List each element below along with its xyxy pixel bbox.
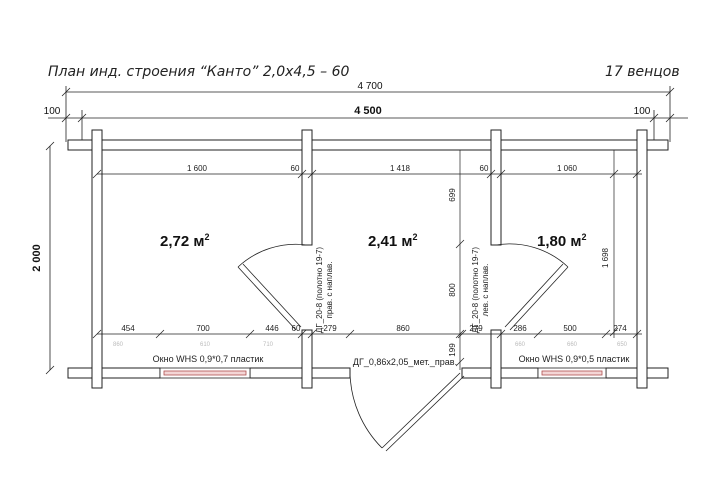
dim-top-5: 1 060 (557, 164, 578, 173)
dim-height: 2 000 (31, 244, 43, 272)
overall-dimensions (45, 86, 688, 375)
dim-bottom-8: 286 (513, 324, 527, 333)
right-vertical-dim (609, 150, 619, 338)
faint-dim-5: 660 (567, 342, 578, 348)
dim-top-4: 60 (480, 164, 489, 173)
dim-mid-bottom: 199 (448, 343, 457, 357)
door-left-label-1: ДГ_20-8 (полотно 19-7) (315, 247, 324, 334)
crowns-count: 17 венцов (605, 64, 680, 80)
dim-top-1: 1 600 (187, 164, 208, 173)
dim-bottom-6: 860 (396, 324, 410, 333)
room-area-1: 2,72 м2 (160, 232, 209, 250)
dim-mid-lower: 800 (448, 283, 457, 297)
dim-bottom-10: 274 (613, 324, 627, 333)
faint-dim-6: 650 (617, 342, 628, 348)
door-right-label-2: лев. с наплав. (481, 264, 490, 317)
dim-bottom-3: 446 (265, 324, 279, 333)
faint-dim-4: 660 (515, 342, 526, 348)
windows (159, 367, 607, 379)
faint-dim-2: 610 (200, 342, 211, 348)
dim-bottom-2: 700 (196, 324, 210, 333)
door-entry-label: ДГ_0,86х2,05_мет._прав. (353, 357, 457, 367)
window-left-label: Окно WHS 0,9*0,7 пластик (153, 354, 264, 364)
dim-right-offset: 100 (634, 106, 651, 117)
dim-bottom-1: 454 (121, 324, 135, 333)
dim-left-offset: 100 (44, 106, 61, 117)
dim-top-2: 60 (291, 164, 300, 173)
dim-bottom-4: 60 (292, 324, 301, 333)
window-right-label: Окно WHS 0,9*0,5 пластик (519, 354, 630, 364)
door-left-swing (237, 243, 308, 331)
door-entry-swing (349, 372, 465, 452)
top-chain-dims (92, 169, 642, 179)
dim-right-vertical: 1 698 (601, 247, 610, 268)
middle-vertical-dims (455, 150, 465, 370)
dim-total: 4 700 (357, 81, 382, 92)
dim-top-3: 1 418 (390, 164, 411, 173)
plan-title: План инд. строения “Канто” 2,0х4,5 – 60 (48, 64, 350, 80)
bottom-chain-dims (92, 329, 642, 339)
faint-dim-3: 710 (263, 342, 274, 348)
door-right-label-1: ДГ_20-8 (полотно 19-7) (471, 247, 480, 334)
dim-bottom-9: 500 (563, 324, 577, 333)
dim-mid-upper: 699 (448, 188, 457, 202)
door-left-label-2: прав. с наплав. (325, 262, 334, 319)
faint-dim-1: 860 (113, 342, 124, 348)
door-right-swing (495, 243, 569, 331)
dim-bottom-5: 279 (323, 324, 337, 333)
dim-inner: 4 500 (354, 105, 382, 117)
dim-bottom-7: 279 (469, 324, 483, 333)
walls (67, 129, 669, 389)
room-area-2: 2,41 м2 (368, 232, 417, 250)
room-area-3: 1,80 м2 (537, 232, 586, 250)
